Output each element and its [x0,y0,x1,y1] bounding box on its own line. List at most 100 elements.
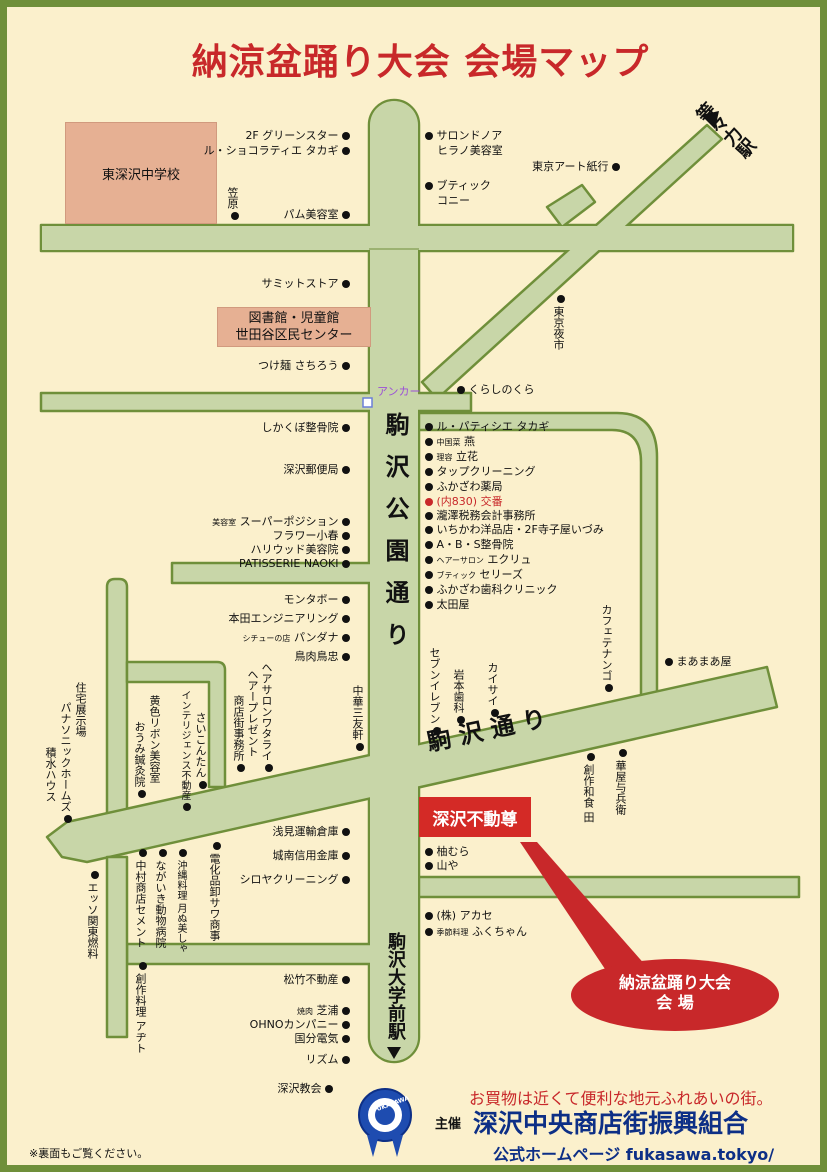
shop-label: 商店街事務所 [232,695,245,761]
shop-dot [425,586,433,594]
shop-montabo: モンタボー [283,593,350,607]
shop-dot [425,468,433,476]
shop-dot [237,764,245,772]
komazawa-station-label: 駒沢大学前駅 [385,932,406,1040]
shop-dot [213,842,221,850]
shop-label: ブティック [436,179,491,192]
shop-label: 芝浦 [316,1004,339,1017]
shop-sawa: 電化品卸サワ商事 [207,842,221,941]
shop-label: (株) アカセ [436,909,493,922]
shop-label: モンタボー [283,593,339,606]
shop-label: 黄色リボン美容室 [148,695,161,783]
shop-label: パナソニックホームズ [59,702,72,812]
shop-dot [342,147,350,155]
shop-label: 東京夜市 [552,306,565,350]
shop-label: スーパーポジション [239,515,339,528]
shop-dot [342,424,350,432]
shop-label: つけ麺 さちろう [258,359,339,372]
shop-post-office: 深沢郵便局 [284,463,350,477]
shop-dot [325,1085,333,1093]
shop-dot [342,211,350,219]
shop-dot [491,709,499,717]
library-label-1: 図書館・児童館 [248,311,340,326]
road-left-vert [105,577,129,839]
shop-dot [425,556,433,564]
shop-label: ヘアサロンワタライ [260,662,273,761]
shop-dot [64,815,72,823]
shop-label: 笠原 [226,187,239,209]
shop-label: 沖縄料理 月ぬ美しゃ [175,860,186,954]
shop-kasahara: 笠原 [225,187,239,220]
anchor-label: アンカー [377,385,421,398]
shop-dot [433,727,441,735]
shop-label: リズム [305,1053,339,1066]
shop-shikakubo: しかくぼ整骨院 [261,421,350,435]
shop-dot [342,976,350,984]
shop-dot [425,423,433,431]
shop-prefix: 焼肉 [297,1007,313,1016]
shop-maamaa: まあまあ屋 [665,655,732,669]
shop-dental: ふかざわ歯科クリニック [425,583,558,597]
shop-nakamura: 中村商店セメント [133,849,147,948]
shop-hollywood: ハリウッド美容院 [250,543,350,557]
shop-label: ながいき動物病院 [154,860,167,948]
shop-prefix: ヘアーサロン [436,556,484,565]
shop-label: まあまあ屋 [676,655,732,668]
shop-label: 鳥肉鳥忠 [294,650,339,663]
shop-dot [457,716,465,724]
shop-label: ハリウッド美容院 [250,543,339,556]
shop-ribbon: 黄色リボン美容室 [147,695,161,783]
shop-prefix: ブティック [436,571,477,580]
shop-label: インテリジェンス不動産 [179,690,190,800]
shop-dot [138,790,146,798]
homepage-link[interactable]: 公式ホームページ fukasawa.tokyo/ [493,1145,775,1164]
road-left-lower [105,855,129,1039]
shop-label: 中村商店セメント [134,860,147,948]
shop-label: 太田屋 [436,598,470,611]
shop-hirano: ヒラノ美容室 [437,144,503,158]
shop-label: 浅見運輸倉庫 [272,825,339,838]
shop-label: コニー [437,194,470,207]
shop-label: パンダナ [293,631,339,644]
shop-pandana: シチューの店 パンダナ [242,631,350,646]
todoroki-arrow [701,111,719,129]
shop-flower: フラワー小春 [273,529,350,543]
shop-dot [425,928,433,936]
shop-salon-noa: サロンドノア [425,129,502,143]
road-network [39,98,801,1157]
shop-dot [342,596,350,604]
shop-label: PATISSERIE NAOKI [239,557,339,570]
shop-dot [356,743,364,751]
shop-dot [425,848,433,856]
shop-dot [425,498,433,506]
shop-label: ル・ショコラティエ タカギ [203,144,339,157]
shop-label: 東京アート紙行 [532,160,609,173]
shop-label: タップクリーニング [436,465,536,478]
shop-takizawa: 瀧澤税務会計事務所 [425,509,536,523]
shop-ecru: ヘアーサロン エクリュ [425,553,531,568]
shop-abs: A・B・S整骨院 [425,538,514,552]
shop-label: カイサイ [486,662,499,706]
shop-dot [342,560,350,568]
venue-pointer [520,842,647,972]
shop-connie: コニー [437,194,470,208]
shop-kaisai: カイサイ [485,662,499,717]
shop-shiroya: シロヤクリーニング [240,873,350,887]
shop-label: パム美容室 [283,208,339,221]
shop-dot [342,653,350,661]
shop-dot [425,601,433,609]
shop-dot [199,781,207,789]
shop-dot [139,962,147,970]
shop-label: 岩本歯科 [452,669,465,713]
shop-label: しかくぼ整骨院 [261,421,339,434]
venue-bubble-line1: 納涼盆踊り大会 [618,973,731,992]
shop-dot [159,849,167,857]
shop-kurashi: くらしのくら [457,383,535,397]
shop-cerise: ブティック セリーズ [425,568,523,583]
shop-otaya: 太田屋 [425,598,470,612]
shop-label: 山や [436,859,459,872]
shop-dot [425,512,433,520]
shop-tsubame: 中国菜 燕 [425,435,475,450]
shop-label: 燕 [464,435,475,448]
shop-label: 城南信用金庫 [272,849,339,862]
